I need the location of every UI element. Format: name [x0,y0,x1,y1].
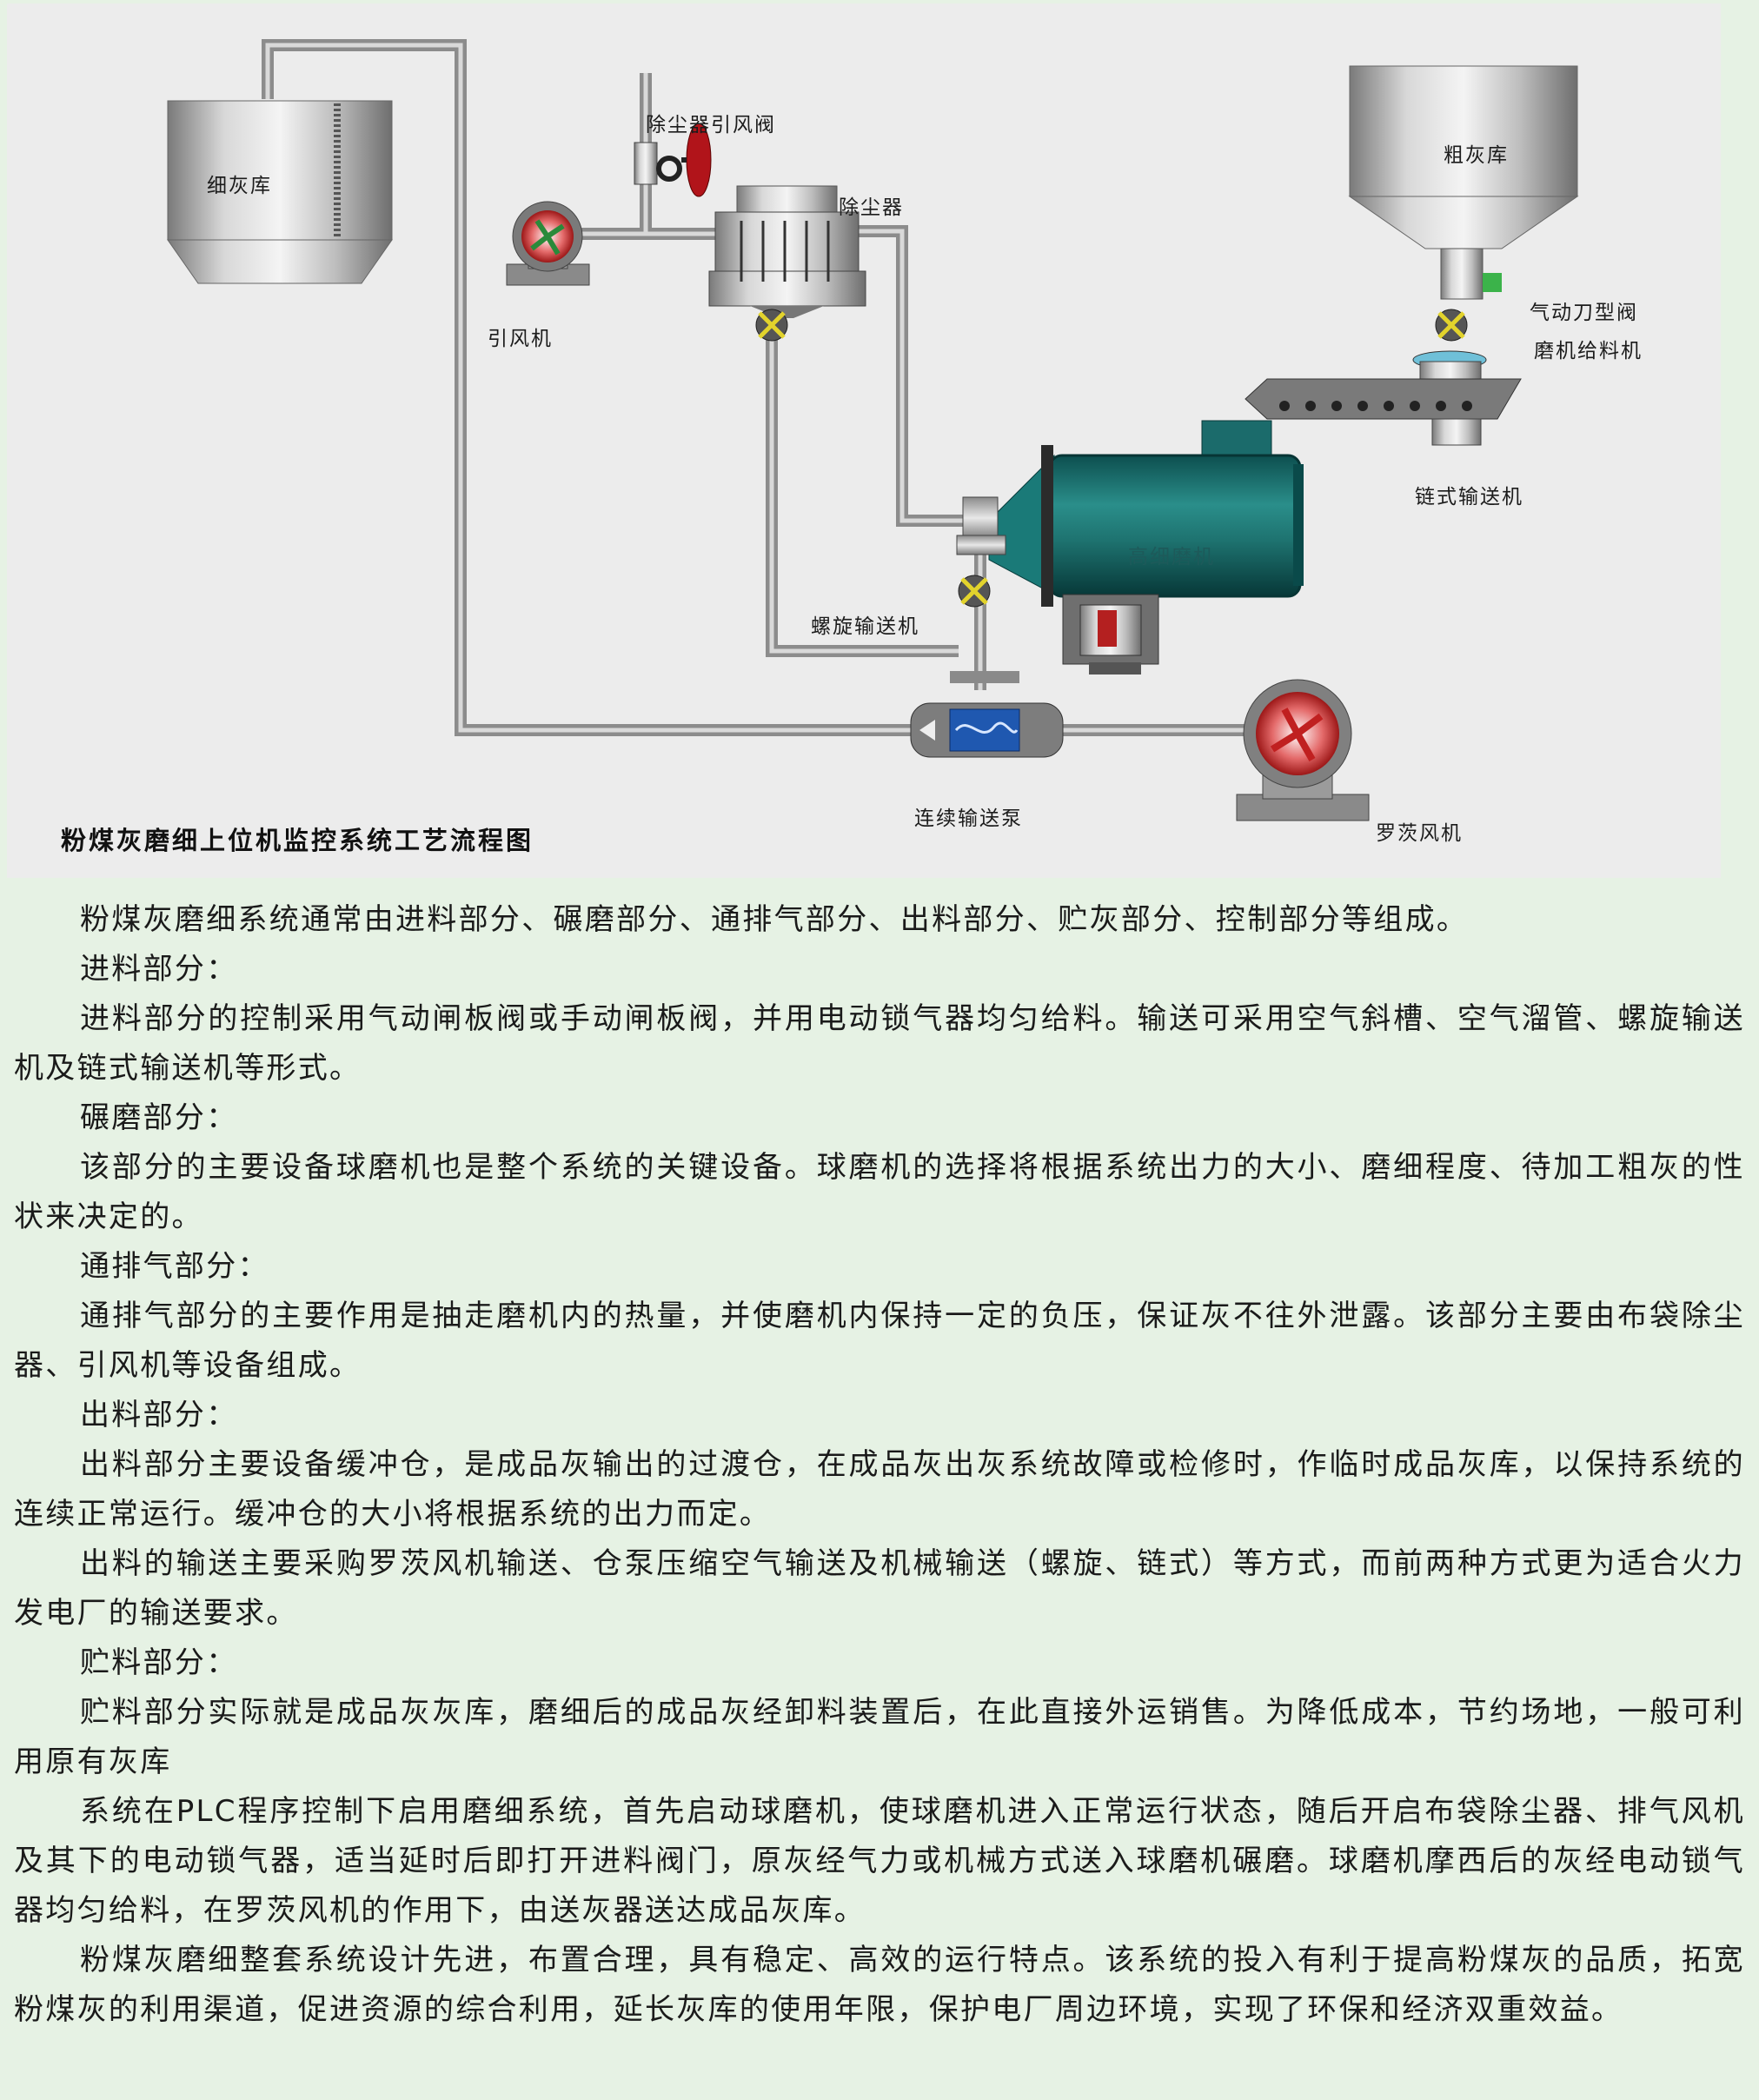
output-paragraph-1: 出料部分主要设备缓冲仓，是成品灰输出的过渡仓，在成品灰出灰系统故障或检修时，作临… [14,1447,1745,1532]
fine-mill [956,420,1304,675]
rotary-valve-coarse [1435,309,1468,342]
rotary-valve-dust [755,309,788,342]
rotary-valve-mill [958,575,991,608]
continuous-pump [910,671,1064,758]
coarse-ash-silo [1348,65,1579,300]
vent-paragraph: 通排气部分的主要作用是抽走磨机内的热量，并使磨机内保持一定的负压，保证灰不往外泄… [14,1299,1745,1383]
fine-mill-label: 高细磨机 [1128,546,1215,568]
roots-blower-label: 罗茨风机 [1376,822,1463,845]
section-heading-storage: 贮料部分： [80,1645,238,1680]
roots-blower [1236,679,1370,821]
dust-collector-label: 除尘器 [839,196,904,219]
dust-fan-valve-label: 除尘器引风阀 [646,114,776,136]
chain-conveyor [1245,378,1522,446]
fine-ash-silo [167,100,393,284]
section-heading-mill: 碾磨部分： [80,1100,238,1135]
flow-diagram-graphic [167,39,1579,821]
induced-fan [506,201,590,286]
dust-collector [708,185,866,318]
article-body: 粉煤灰磨细系统通常由进料部分、碾磨部分、通排气部分、出料部分、贮灰部分、控制部分… [0,895,1759,2035]
mill-feeder-label: 磨机给料机 [1534,340,1643,362]
fine-ash-silo-label: 细灰库 [207,175,272,197]
output-paragraph-2: 出料的输送主要采购罗茨风机输送、仓泵压缩空气输送及机械输送（螺旋、链式）等方式，… [14,1546,1745,1631]
induced-fan-label: 引风机 [488,328,553,350]
section-heading-vent: 通排气部分： [80,1249,269,1284]
dust-fan-valve [634,123,712,197]
intro-paragraph: 粉煤灰磨细系统通常由进料部分、碾磨部分、通排气部分、出料部分、贮灰部分、控制部分… [80,902,1469,937]
feed-paragraph: 进料部分的控制采用气动闸板阀或手动闸板阀，并用电动锁气器均匀给料。输送可采用空气… [14,1001,1745,1086]
continuous-pump-label: 连续输送泵 [914,807,1023,830]
pneumatic-gate-valve-label: 气动刀型阀 [1530,302,1638,324]
summary-paragraph: 粉煤灰磨细整套系统设计先进，布置合理，具有稳定、高效的运行特点。该系统的投入有利… [14,1943,1745,2027]
mill-paragraph: 该部分的主要设备球磨机也是整个系统的关键设备。球磨机的选择将根据系统出力的大小、… [14,1150,1745,1234]
process-flow-diagram: 细灰库 除尘器引风阀 除尘器 引风机 粗灰库 气动刀型阀 磨机给料机 链式输送机… [7,3,1721,878]
screw-conveyor-label: 螺旋输送机 [811,615,919,638]
diagram-caption: 粉煤灰磨细上位机监控系统工艺流程图 [61,826,534,855]
section-heading-output: 出料部分： [80,1398,238,1432]
storage-paragraph: 贮料部分实际就是成品灰灰库，磨细后的成品灰经卸料装置后，在此直接外运销售。为降低… [14,1695,1745,1779]
plc-paragraph: 系统在PLC程序控制下启用磨细系统，首先启动球磨机，使球磨机进入正常运行状态，随… [14,1794,1745,1928]
section-heading-feed: 进料部分： [80,952,238,987]
mill-feeder [1412,350,1487,383]
chain-conveyor-label: 链式输送机 [1415,486,1523,508]
coarse-ash-silo-label: 粗灰库 [1444,144,1509,167]
